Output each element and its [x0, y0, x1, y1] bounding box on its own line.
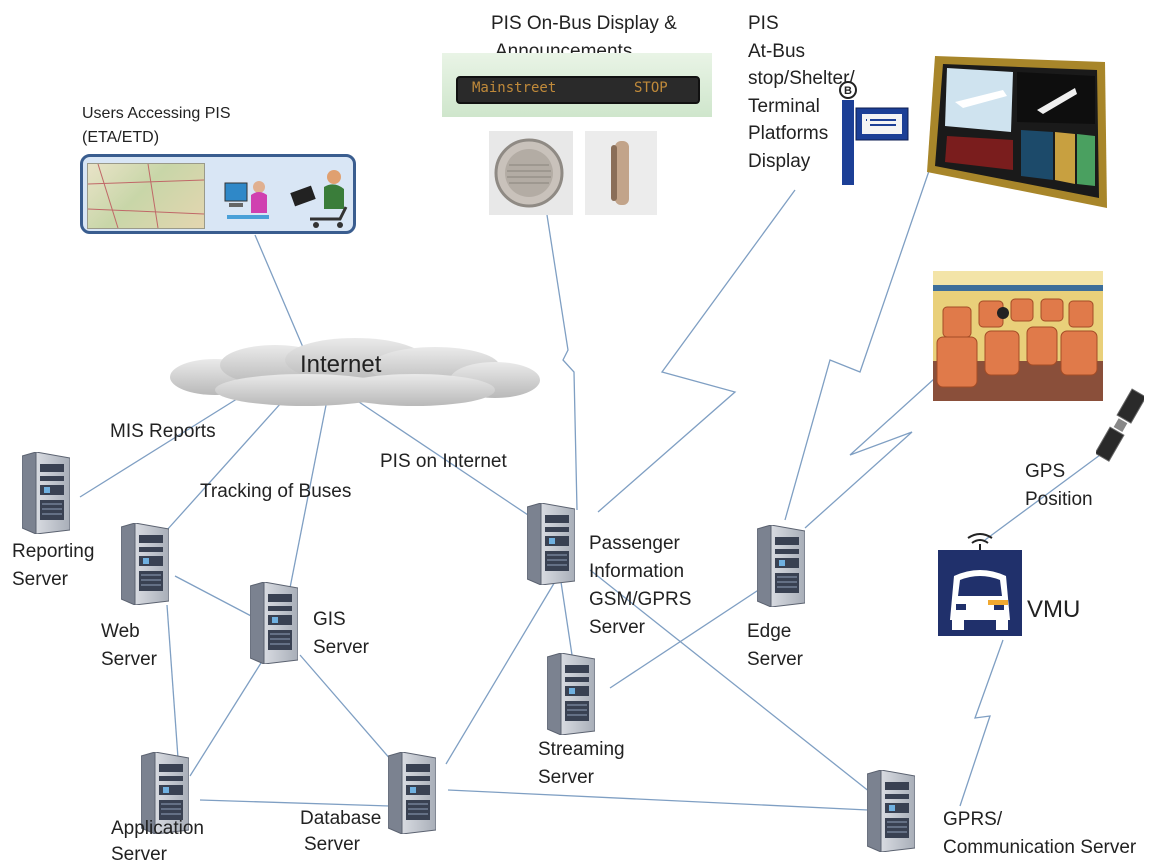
map-thumbnail: [87, 163, 205, 229]
pis-internet-label: PIS on Internet: [380, 451, 507, 472]
bus-interior-icon: [933, 271, 1103, 401]
gps-satellite-icon: [1096, 388, 1144, 462]
display-stop-text: STOP: [634, 80, 668, 96]
user-laptop-icon: [290, 170, 348, 228]
gprs-server-label: GPRS/Communication Server: [943, 809, 1137, 858]
tracking-label: Tracking of Buses: [200, 481, 352, 502]
edge-server-icon: [757, 525, 805, 607]
database-server-icon: [388, 752, 436, 834]
speaker-front-icon: [489, 131, 573, 215]
speaker-side-icon: [585, 131, 657, 215]
onbus-led-display: Mainstreet STOP: [456, 76, 700, 104]
web-server-icon: [121, 523, 169, 605]
mis-reports-label: MIS Reports: [110, 421, 216, 442]
display-route-text: Mainstreet: [472, 80, 557, 96]
users-panel: [80, 154, 356, 234]
reporting-server-icon: [22, 452, 70, 534]
vmu-device-icon: [938, 533, 1022, 636]
internet-cloud: [170, 338, 540, 406]
bus-stop-glyph: B: [844, 85, 852, 97]
internet-label: Internet: [300, 351, 382, 378]
streaming-server-icon: [547, 653, 595, 735]
users-title: Users Accessing PIS(ETA/ETD): [82, 105, 231, 146]
gprs-server-icon: [867, 770, 915, 852]
bus-stop-sign-icon: B: [839, 81, 909, 185]
onbus-display-frame: Mainstreet STOP: [442, 53, 712, 117]
passenger-server-icon: [527, 503, 575, 585]
map-roads-icon: [87, 163, 205, 229]
user-desktop-icon: [224, 181, 269, 219]
wall-screen-icon: [927, 56, 1107, 208]
vmu-label: VMU: [1027, 596, 1081, 623]
gis-server-icon: [250, 582, 298, 664]
